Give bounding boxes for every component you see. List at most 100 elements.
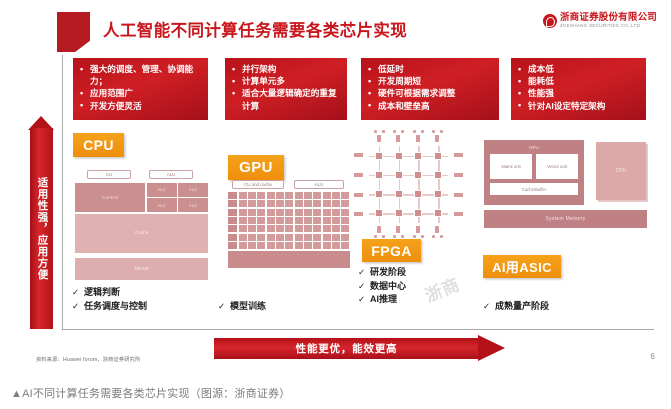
checklist-item: 任务调度与控制: [72, 300, 147, 314]
gpu-alu-cell: [303, 225, 313, 233]
gpu-alu-cell: [322, 241, 331, 249]
gpu-alu-cell: [303, 192, 313, 200]
fpga-logic-element: [394, 151, 403, 160]
fpga-logic-cell: [388, 165, 409, 185]
cpu-architecture-diagram: CU ALU Control ALU ALU ALU ALU Cache DRA…: [75, 170, 208, 282]
fpga-logic-element: [434, 170, 443, 179]
gpu-alu-cell: [238, 200, 247, 208]
asic-npu-label: NPU: [529, 145, 539, 150]
checklist-item: 成熟量产阶段: [483, 300, 549, 314]
gpu-control-cell: [228, 217, 237, 224]
gpu-control-cell: [228, 225, 237, 233]
feature-item: 并行架构: [231, 62, 343, 75]
fpga-io-pad: [376, 225, 382, 234]
asic-matrix-unit: Matrix unit: [490, 154, 532, 179]
checklist-cpu: 逻辑判断 任务调度与控制: [72, 286, 147, 313]
gpu-pin-label-alu: ALU: [294, 180, 344, 189]
fpga-io-dot: [440, 130, 443, 133]
gpu-alu-cell: [331, 233, 341, 241]
gpu-control-cell: [228, 233, 237, 241]
fpga-io-dot: [374, 235, 377, 238]
gpu-alu-cell: [266, 216, 275, 225]
gpu-alu-cell: [285, 233, 294, 241]
gpu-alu-cell: [275, 208, 285, 216]
cpu-alu-block: ALU: [178, 198, 208, 212]
gpu-alu-cell: [294, 192, 303, 200]
fpga-io-pad: [353, 211, 364, 217]
source-note: 资料来源：Huawei forum，浙商证券研究所: [36, 357, 141, 363]
feature-item: 性能强: [517, 87, 642, 100]
cpu-alu-block: ALU: [178, 183, 208, 197]
y-axis-arrowhead-icon: [28, 116, 54, 130]
gpu-memory-bar: [228, 251, 350, 268]
gpu-alu-cell: [331, 192, 341, 200]
fpga-logic-element: [374, 151, 383, 160]
fpga-io-dot: [401, 235, 404, 238]
asic-system-memory: System Memory: [484, 210, 647, 228]
x-axis-shaft: [214, 338, 479, 359]
fpga-logic-element: [374, 190, 383, 199]
gpu-control-strip: [228, 192, 237, 250]
page-title: 人工智能不同计算任务需要各类芯片实现: [103, 22, 408, 40]
gpu-alu-cell: [294, 225, 303, 233]
feature-box-fpga: 低延时 开发周期短 硬件可根据需求调整 成本和壁垒高: [360, 57, 500, 121]
header-flag-shape: [57, 12, 90, 52]
gpu-alu-cell: [313, 241, 322, 249]
x-axis-label: 性能更优，能效更高: [295, 343, 398, 355]
gpu-pin-label-cu-cache: CU and cache: [232, 180, 284, 189]
fpga-logic-element: [374, 170, 383, 179]
fpga-logic-element: [394, 170, 403, 179]
gpu-alu-cell: [257, 200, 266, 208]
gpu-alu-cell: [275, 241, 285, 249]
fpga-io-pad: [453, 172, 464, 178]
fpga-io-pad: [415, 134, 421, 143]
gpu-alu-cell: [238, 208, 247, 216]
fpga-io-pad: [434, 134, 440, 143]
cpu-pin-label-alu: ALU: [149, 170, 193, 179]
gpu-alu-cell: [238, 233, 247, 241]
gpu-alu-cell: [322, 200, 331, 208]
feature-item: 开发方便灵活: [79, 99, 204, 112]
fpga-logic-cell: [369, 146, 389, 166]
gpu-alu-cell: [331, 216, 341, 225]
feature-box-gpu: 并行架构 计算单元多 适合大量逻辑确定的重复计算: [224, 57, 348, 121]
asic-architecture-diagram: NPU Matrix unit Vector unit Cache/Buffer…: [484, 140, 647, 238]
gpu-alu-cell: [275, 233, 285, 241]
fpga-io-pad: [434, 225, 440, 234]
feature-item: 计算单元多: [231, 75, 343, 88]
asic-cache-buffer: Cache/Buffer: [490, 183, 578, 195]
gpu-alu-cell: [247, 241, 256, 249]
y-axis-shaft: [30, 128, 53, 329]
fpga-logic-cell: [428, 146, 448, 166]
chip-tag-gpu: GPU: [228, 155, 284, 180]
checklist-item: 研发阶段: [358, 266, 406, 280]
gpu-alu-cell: [331, 225, 341, 233]
cpu-cache-block: Cache: [75, 214, 208, 253]
fpga-logic-cell: [388, 203, 409, 224]
gpu-alu-cell: [285, 192, 294, 200]
gpu-alu-cell: [331, 200, 341, 208]
x-axis-arrow: 性能更优，能效更高: [214, 335, 505, 361]
fpga-io-dot: [393, 130, 396, 133]
feature-item: 低延时: [367, 62, 495, 75]
fpga-logic-element: [434, 190, 443, 199]
y-axis-label: 适用性强，应用方便: [36, 177, 49, 281]
gpu-architecture-diagram: CU and cache ALU: [228, 180, 350, 270]
gpu-alu-cell: [341, 233, 350, 241]
fpga-io-pad: [453, 152, 464, 158]
feature-item: 针对AI设定特定架构: [517, 99, 642, 112]
gpu-alu-cell: [303, 216, 313, 225]
fpga-io-pad: [376, 134, 382, 143]
gpu-control-cell: [228, 208, 237, 216]
gpu-alu-cell: [322, 208, 331, 216]
cpu-alu-block: ALU: [146, 198, 177, 212]
gpu-alu-cell: [341, 216, 350, 225]
gpu-alu-grid: [238, 192, 350, 249]
gpu-alu-cell: [313, 233, 322, 241]
fpga-io-dot: [374, 130, 377, 133]
feature-item: 硬件可根据需求调整: [367, 87, 495, 100]
checklist-item: 数据中心: [358, 280, 406, 294]
gpu-alu-cell: [238, 225, 247, 233]
asic-npu-block: NPU Matrix unit Vector unit Cache/Buffer: [484, 140, 584, 205]
page-number: 6: [650, 352, 655, 361]
